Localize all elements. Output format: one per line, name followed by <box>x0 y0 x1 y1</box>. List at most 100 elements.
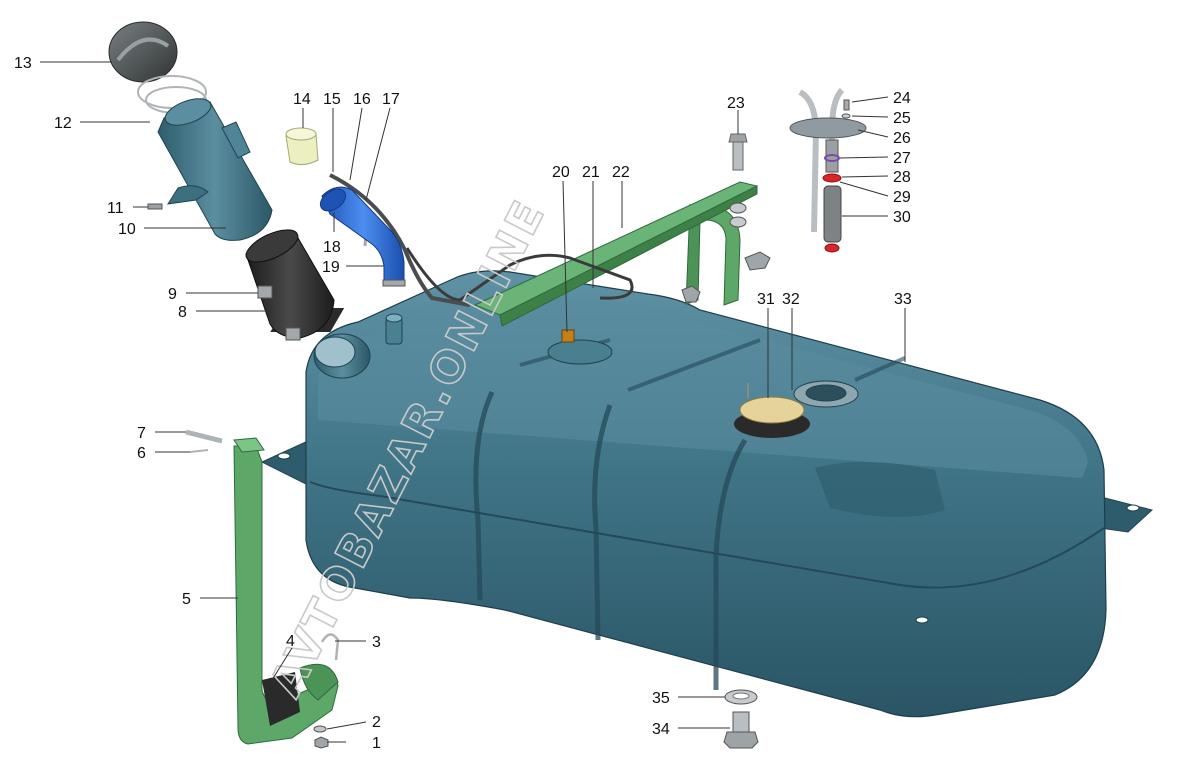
flange-hole <box>277 452 291 460</box>
callout-34: 34 <box>652 721 670 738</box>
callout-11: 11 <box>107 200 124 217</box>
callout-28: 28 <box>893 169 911 186</box>
callout-6: 6 <box>137 445 146 462</box>
strap-washer <box>313 725 327 733</box>
mounting-strap-clip <box>299 663 339 701</box>
callout-15: 15 <box>323 91 341 108</box>
filler-cap-grip <box>116 37 170 62</box>
callout-23: 23 <box>727 95 745 112</box>
vent-hose-end <box>319 188 347 212</box>
filler-neck-vent-tab <box>221 121 251 159</box>
callout-2: 2 <box>372 714 381 731</box>
drain-plug-head <box>723 731 759 749</box>
callout-26: 26 <box>893 130 911 147</box>
drain-plug-assembly <box>723 689 759 749</box>
tank-mounting-strap <box>185 429 340 749</box>
tank-filler-stub-opening <box>314 336 356 368</box>
callout-8: 8 <box>178 304 187 321</box>
callout-33: 33 <box>894 291 912 308</box>
callout-21: 21 <box>582 164 600 181</box>
callout-25: 25 <box>893 110 911 127</box>
strap-cotter-pin <box>189 449 209 453</box>
callout-29: 29 <box>893 189 911 206</box>
sender-opening <box>805 384 847 402</box>
hose-clamp <box>285 327 301 341</box>
tank-seam <box>309 481 1105 589</box>
tank-rib <box>713 438 748 690</box>
drain-plug-washer-hole <box>732 692 750 700</box>
strap-pin <box>185 429 223 444</box>
filler-neck-clip <box>167 185 209 205</box>
tank-vent-pipe-top <box>385 313 403 323</box>
bracket-washer <box>729 216 747 228</box>
mounting-strap-pad <box>262 672 300 726</box>
tank-end-recess <box>815 461 945 518</box>
sender-bottom-seal <box>824 243 840 253</box>
callout-24: 24 <box>893 90 911 107</box>
tank-rib <box>473 390 495 601</box>
flange-hole <box>1126 504 1140 512</box>
callout-16: 16 <box>353 91 371 108</box>
tank-rib <box>854 356 906 382</box>
vent-hose-clamp <box>382 279 406 287</box>
callout-12: 12 <box>54 115 72 132</box>
callout-10: 10 <box>118 221 136 238</box>
callout-14: 14 <box>293 91 311 108</box>
callout-20: 20 <box>552 164 570 181</box>
fuel-tank <box>260 270 1154 718</box>
tank-rib <box>627 338 761 392</box>
support-strap-edge <box>499 185 758 327</box>
callout-7: 7 <box>137 425 146 442</box>
strap-hook <box>320 633 340 661</box>
callout-31: 31 <box>757 291 775 308</box>
strap-nut <box>314 736 329 749</box>
drain-plug-thread <box>732 711 750 733</box>
callout-27: 27 <box>893 150 911 167</box>
fuel-sender-unit <box>789 87 867 253</box>
filler-neck-assembly <box>108 21 335 341</box>
vent-hose <box>321 186 405 287</box>
callout-17: 17 <box>382 91 400 108</box>
callout-35: 35 <box>652 690 670 707</box>
sender-screw <box>843 99 850 111</box>
filler-rubber-hose-end <box>245 229 299 263</box>
sender-seal <box>822 173 842 183</box>
sender-filter <box>823 185 842 243</box>
tank-top-boss <box>547 339 613 365</box>
sender-tube <box>798 89 820 233</box>
bracket-fasteners <box>681 202 771 303</box>
bracket-nut <box>681 285 701 303</box>
tank-top-surface <box>318 286 1088 478</box>
filler-neck-tube <box>157 101 273 241</box>
hose-clamp <box>257 285 273 299</box>
callout-18: 18 <box>323 239 341 256</box>
callout-4: 4 <box>286 633 295 650</box>
bracket-bolt-head <box>744 251 771 271</box>
callouts: 1 2 3 4 5 6 7 8 9 10 11 12 13 <box>14 55 912 752</box>
sender-flange <box>789 117 867 139</box>
callout-9: 9 <box>168 286 177 303</box>
callout-22: 22 <box>612 164 630 181</box>
callout-5: 5 <box>182 591 191 608</box>
callout-3: 3 <box>372 634 381 651</box>
fuel-line <box>405 247 634 302</box>
callout-32: 32 <box>782 291 800 308</box>
gauge-unit-plate <box>739 396 805 424</box>
bolt-23-head <box>728 133 748 143</box>
callout-1: 1 <box>372 735 381 752</box>
vent-tube <box>329 173 471 307</box>
bracket-washer <box>729 202 747 214</box>
sender-washer <box>841 113 851 119</box>
tank-rib <box>592 404 613 641</box>
bolt-23 <box>728 133 748 171</box>
flange-hole <box>915 616 929 624</box>
clip-screw <box>147 203 163 210</box>
callout-30: 30 <box>893 209 911 226</box>
filler-neck-mouth <box>164 98 212 126</box>
filler-cap <box>108 21 178 83</box>
drain-valve <box>561 329 575 343</box>
callout-19: 19 <box>322 259 340 276</box>
callout-13: 13 <box>14 55 32 72</box>
mounting-strap-top <box>233 437 265 453</box>
